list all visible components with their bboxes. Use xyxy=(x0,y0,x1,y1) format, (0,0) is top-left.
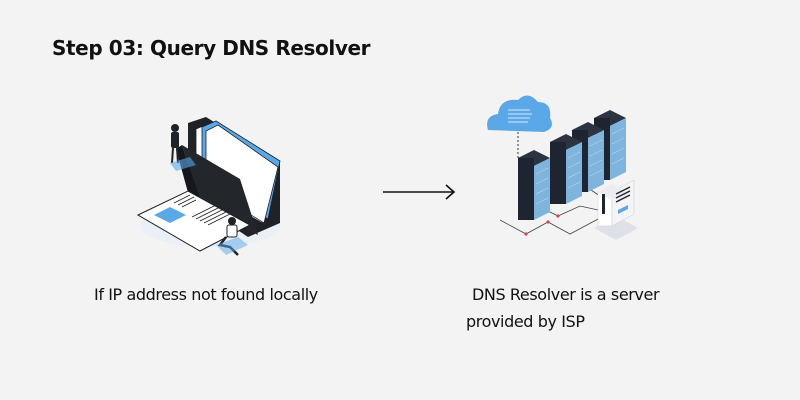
folder-documents-illustration xyxy=(136,117,281,256)
arrow-right-icon xyxy=(383,184,456,200)
server-racks-illustration xyxy=(487,95,638,240)
person-sitting-icon xyxy=(216,217,248,256)
server-rack xyxy=(518,150,550,220)
step-title: Step 03: Query DNS Resolver xyxy=(52,36,371,60)
server-rack xyxy=(550,134,582,204)
right-caption: DNS Resolver is a server provided by ISP xyxy=(466,281,726,335)
left-caption: If IP address not found locally xyxy=(94,285,318,304)
cloud-icon xyxy=(487,95,552,158)
right-caption-line1: DNS Resolver is a server xyxy=(472,285,660,304)
tower-server xyxy=(594,179,638,240)
right-caption-line2: provided by ISP xyxy=(466,312,585,331)
person-standing-icon xyxy=(170,124,196,171)
